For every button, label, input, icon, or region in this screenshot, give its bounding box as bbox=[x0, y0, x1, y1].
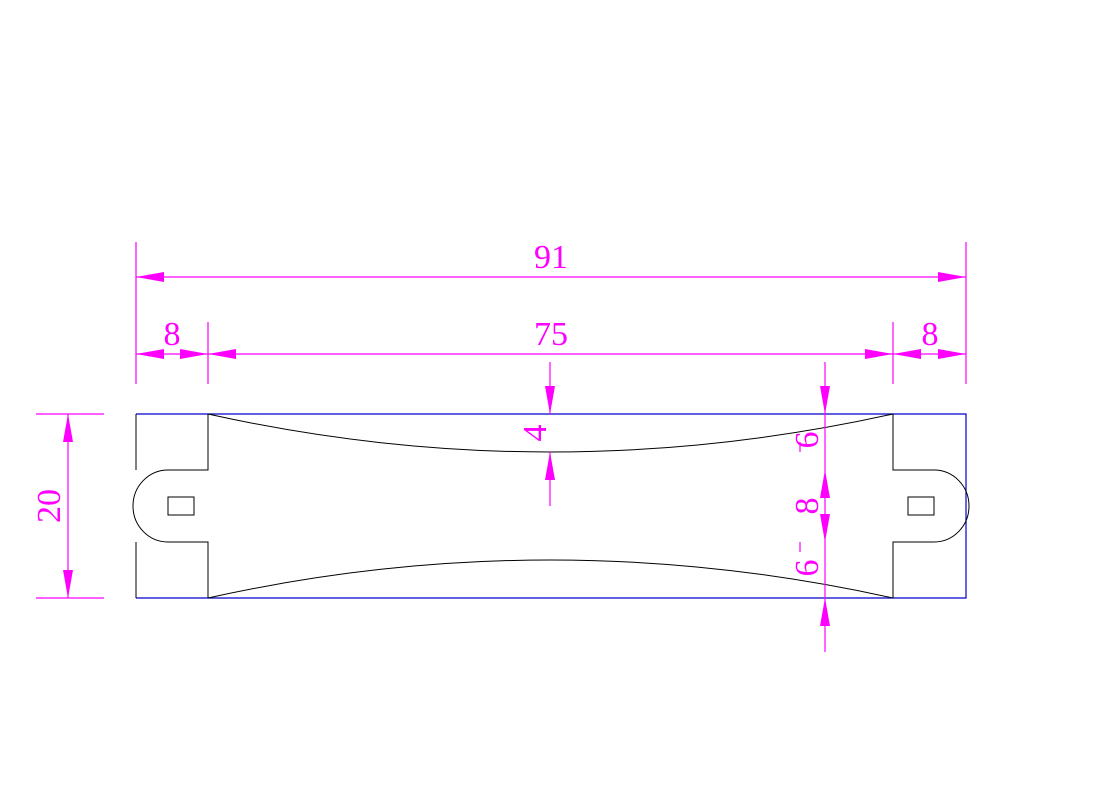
dimension-height: 20 bbox=[31, 413, 104, 599]
dimension-overall-length: 91 bbox=[135, 239, 967, 384]
top-waist-curve bbox=[207, 413, 894, 453]
dim-text-middle: 75 bbox=[534, 316, 568, 353]
left-slot bbox=[167, 496, 195, 516]
dim-text-height: 20 bbox=[31, 489, 68, 523]
dim-text-right-end: 8 bbox=[922, 316, 939, 353]
left-end-block bbox=[132, 414, 209, 598]
right-slot bbox=[907, 496, 935, 516]
part-geometry bbox=[132, 413, 970, 599]
bottom-waist-curve bbox=[207, 559, 894, 599]
dimension-waist-depth: 4 bbox=[517, 362, 555, 506]
dim-text-slot-height: 8 bbox=[789, 498, 826, 515]
dim-text-overall-length: 91 bbox=[534, 239, 568, 276]
dim-text-waist-depth: 4 bbox=[517, 425, 554, 442]
right-end-block bbox=[892, 414, 970, 598]
dim-text-top-segment: 6 bbox=[789, 432, 826, 449]
dim-text-left-end: 8 bbox=[164, 316, 181, 353]
dim-text-bottom-segment: 6 bbox=[789, 560, 826, 577]
dimension-chain-heights: 6 8 6 bbox=[789, 362, 830, 652]
dimension-chain-lengths: 8 75 8 bbox=[136, 316, 966, 384]
part-outline bbox=[136, 413, 967, 599]
